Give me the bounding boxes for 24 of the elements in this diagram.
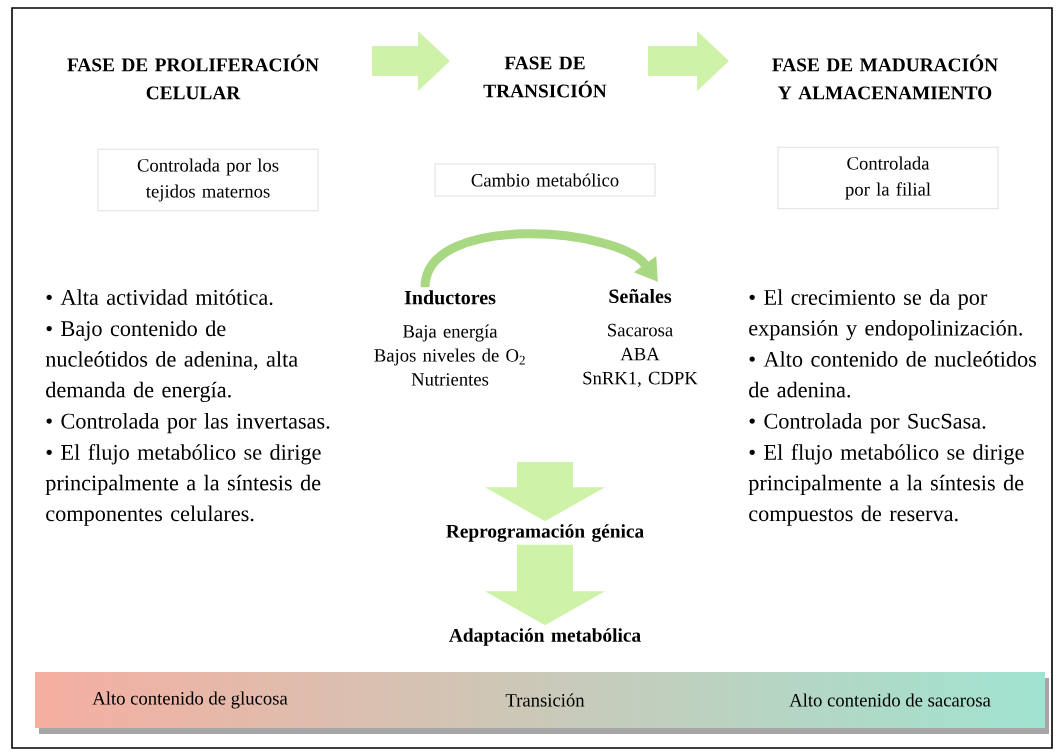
phase-heading: FASE DE TRANSICIÓN <box>483 56 607 98</box>
bullet-text: • Controlada por SucSasa. <box>749 413 986 434</box>
bullet-text: • El crecimiento se da por expansión y endopolinización. <box>749 289 1022 341</box>
phase-heading: FASE DE MADURACIÓN Y ALMACENAMIENTO <box>772 54 998 100</box>
bullet-text: • Bajo contenido de nucleótidos de adenina, alta demanda de energía. <box>45 320 298 403</box>
text-column: Señales Sacarosa ABA SnRK1, CDPK <box>583 288 698 388</box>
bar-label: Transición <box>505 693 585 707</box>
bullet-text: • El flujo metabólico se dirige principalmente a la síntesis de componentes celulares. <box>45 444 321 526</box>
text-column: Inductores Baja energía Bajos niveles de O$_{2}$ Nutrientes <box>374 290 525 386</box>
step-heading: Adaptación metabólica <box>449 628 641 646</box>
text-box: Cambio metabólico <box>434 163 656 197</box>
arrow <box>485 544 605 626</box>
text-box: Controlada por los tejidos maternos <box>97 148 319 212</box>
step-heading: Reprogramación génica <box>446 524 644 542</box>
bullet-text: • El flujo metabólico se dirige principalmente a la síntesis de compuestos de reserva. <box>748 444 1024 526</box>
arrow <box>420 229 658 289</box>
arrow <box>485 462 605 522</box>
bullet-text: • Alto contenido de nucleótidos de adenina. <box>749 351 1037 398</box>
bullet-text: • Controlada por las invertasas. <box>46 413 330 434</box>
text-box: Controlada por la filial <box>777 146 999 210</box>
bar-label: Alto contenido de sacarosa <box>789 693 991 707</box>
phase-heading: FASE DE PROLIFERACIÓN CELULAR <box>67 54 319 100</box>
bullet-text: • Alta actividad mitótica. <box>46 289 273 306</box>
bar-label: Alto contenido de glucosa <box>92 691 288 709</box>
